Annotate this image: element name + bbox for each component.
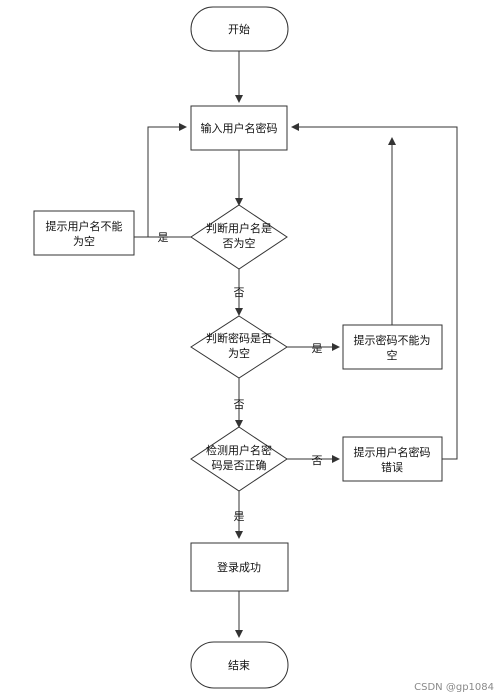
check-user-label-line2: 否为空 bbox=[223, 236, 256, 250]
check-correct-label-line1: 检测用户名密 bbox=[206, 443, 272, 457]
input-process bbox=[190, 105, 288, 151]
check-pwd-label-line1: 判断密码是否 bbox=[206, 331, 272, 345]
msg-user-empty-label-line2: 为空 bbox=[73, 234, 95, 248]
msg-wrong-label-line2: 错误 bbox=[381, 460, 403, 474]
msg-user-empty-process bbox=[33, 210, 135, 256]
end-label: 结束 bbox=[228, 659, 250, 672]
check-pwd-empty-decision bbox=[190, 315, 288, 379]
input-label: 输入用户名密码 bbox=[201, 121, 278, 135]
watermark: CSDN @gp1084 bbox=[414, 682, 494, 693]
msg-wrong-process bbox=[342, 436, 443, 482]
edge-label-correct-yes: 是 bbox=[234, 510, 245, 523]
check-user-empty-decision bbox=[190, 204, 288, 270]
edge-label-pwd-empty-no: 否 bbox=[234, 398, 245, 411]
login-success-process bbox=[190, 542, 289, 592]
login-success-label: 登录成功 bbox=[217, 560, 261, 574]
check-user-label-line1: 判断用户名是 bbox=[206, 221, 272, 235]
msg-wrong-label-line1: 提示用户名密码 bbox=[354, 445, 431, 459]
edge-label-user-empty-no: 否 bbox=[234, 286, 245, 299]
msg-user-empty-label-line1: 提示用户名不能 bbox=[46, 219, 123, 233]
edge-msg-wrong-back-to-input bbox=[291, 123, 458, 460]
edge-label-pwd-empty-yes: 是 bbox=[312, 342, 323, 355]
end-terminal bbox=[190, 641, 289, 689]
start-terminal bbox=[190, 6, 289, 52]
check-pwd-label-line2: 为空 bbox=[228, 346, 250, 360]
check-correct-label-line2: 码是否正确 bbox=[212, 459, 267, 472]
edge-label-user-empty-yes: 是 bbox=[158, 231, 169, 244]
start-label: 开始 bbox=[228, 22, 250, 36]
edge-msg-user-back-to-input bbox=[147, 123, 187, 237]
check-correct-decision bbox=[190, 426, 288, 492]
edge-label-correct-no: 否 bbox=[312, 454, 323, 467]
msg-pwd-empty-label-line2: 空 bbox=[387, 348, 398, 362]
msg-pwd-empty-label-line1: 提示密码不能为 bbox=[354, 333, 431, 347]
msg-pwd-empty-process bbox=[342, 324, 443, 370]
